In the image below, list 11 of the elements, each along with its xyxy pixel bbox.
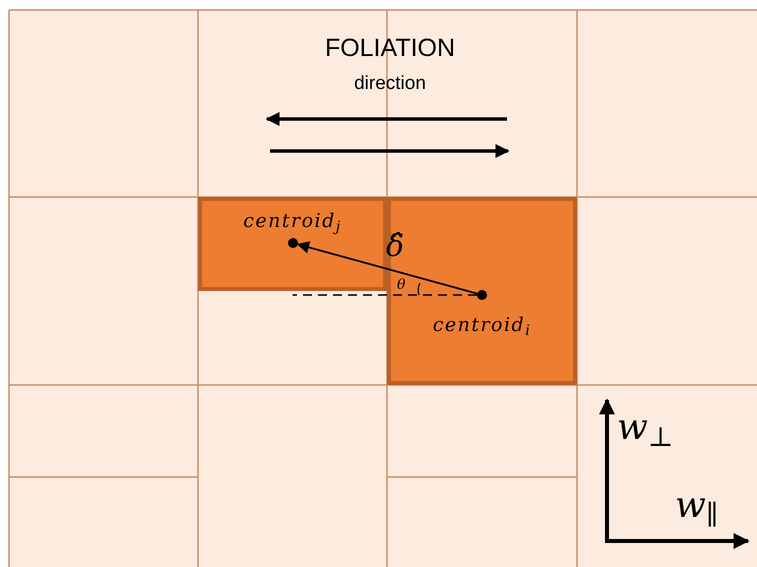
centroid-label: centroid$_{j}$ <box>242 209 343 236</box>
edge-label: δ̂ <box>386 232 404 262</box>
title-label: FOLIATION <box>324 36 456 61</box>
reference-line <box>292 294 477 296</box>
cell-region <box>387 197 577 385</box>
arrow <box>296 241 478 295</box>
subtitle-label: direction <box>353 74 427 93</box>
angle-label: θ <box>397 278 406 292</box>
cell-region <box>198 197 387 291</box>
centroid-label: centroid$_{i}$ <box>432 313 532 340</box>
axis-label: w$_{⊥}$ <box>617 410 674 446</box>
